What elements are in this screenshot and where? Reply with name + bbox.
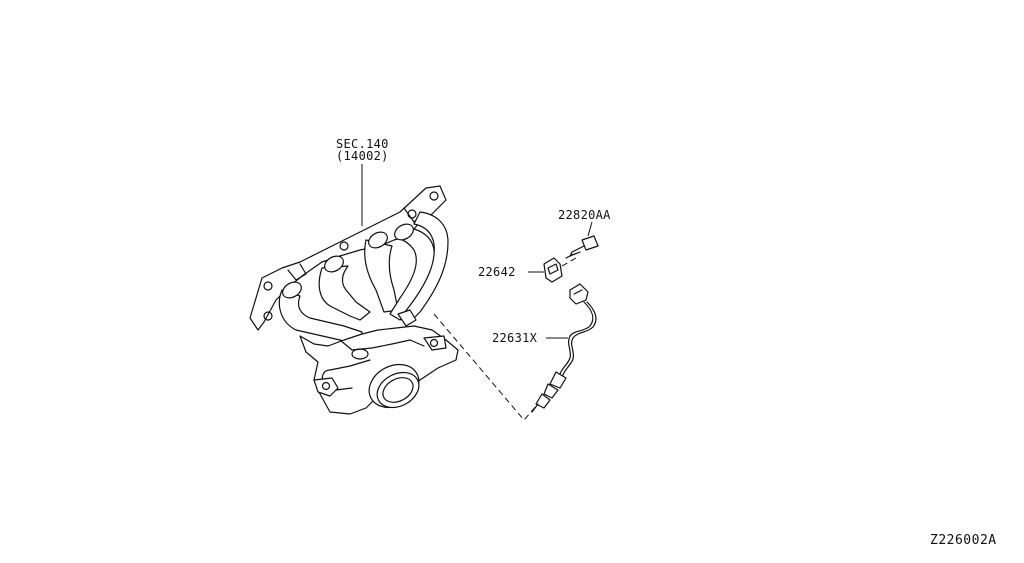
part-bolt-label: 22820AA bbox=[558, 208, 611, 222]
part-bracket-label: 22642 bbox=[478, 265, 516, 279]
section-part-label: (14002) bbox=[336, 149, 389, 163]
install-dashed-line bbox=[433, 313, 539, 421]
bolt-22820aa bbox=[565, 221, 599, 259]
section-ref-label: SEC.140 bbox=[336, 137, 389, 151]
bracket-22642 bbox=[528, 257, 577, 283]
diagram-id-label: Z226002A bbox=[930, 533, 997, 548]
exhaust-manifold bbox=[249, 185, 459, 415]
oxygen-sensor-22631x bbox=[531, 283, 597, 413]
part-sensor-label: 22631X bbox=[492, 331, 538, 345]
